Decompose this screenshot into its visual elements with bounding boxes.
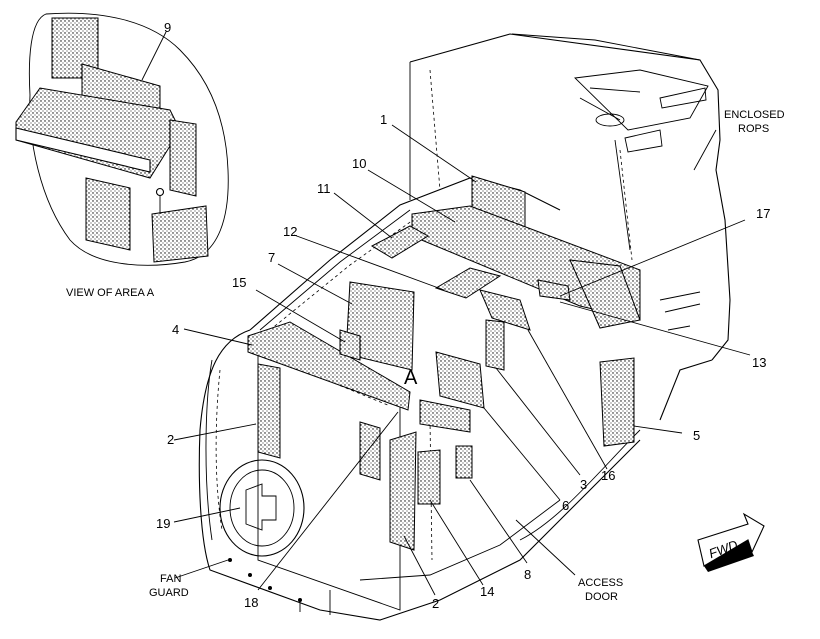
pad-14	[417, 449, 441, 505]
leader-lines	[141, 31, 751, 596]
area-a-marker: A	[404, 367, 418, 389]
callout-2-left: 2	[167, 432, 174, 447]
rops-window	[574, 69, 709, 131]
inset-pad-side	[169, 119, 197, 197]
enclosed-rops-label-line1: ENCLOSED	[724, 109, 785, 121]
rops-cab	[409, 33, 731, 361]
pad-5	[599, 357, 635, 447]
pad-2-right	[389, 431, 417, 551]
deck-edge	[249, 177, 561, 331]
pad-2-left	[257, 363, 281, 459]
pad-3	[485, 319, 505, 371]
callout-13: 13	[752, 355, 766, 370]
inset-rail	[15, 127, 151, 173]
fan-guard-grille	[245, 483, 277, 531]
callout-10: 10	[352, 156, 366, 171]
fan-guard-ring	[219, 459, 305, 557]
pad-8	[455, 445, 473, 479]
pad-18	[359, 421, 381, 481]
fwd-arrow: FWD	[697, 512, 765, 572]
callout-19: 19	[156, 516, 170, 531]
callout-18: 18	[244, 595, 258, 610]
inset-view	[15, 12, 229, 266]
callout-7: 7	[268, 250, 275, 265]
callout-14: 14	[480, 584, 494, 599]
pad-7	[345, 281, 415, 371]
callout-9: 9	[164, 20, 171, 35]
callout-12: 12	[283, 224, 297, 239]
callout-16: 16	[601, 468, 615, 483]
callout-15: 15	[232, 275, 246, 290]
fan-guard-label-line2: GUARD	[149, 587, 189, 599]
callout-3: 3	[580, 477, 587, 492]
pad-4	[247, 321, 411, 411]
text-labels: VIEW OF AREA A ENCLOSED ROPS FAN GUARD A…	[66, 109, 785, 603]
callout-11: 11	[317, 181, 331, 196]
callout-6: 6	[562, 498, 569, 513]
pad-13	[569, 259, 641, 329]
insulation-pads	[247, 175, 641, 551]
enclosed-rops-label-line2: ROPS	[738, 123, 769, 135]
access-door-label-line2: DOOR	[585, 591, 618, 603]
callout-2-bottom: 2	[432, 596, 439, 611]
view-of-area-label: VIEW OF AREA A	[66, 287, 155, 299]
callout-1: 1	[380, 112, 387, 127]
inset-pad-block	[151, 205, 209, 263]
pad-16	[479, 289, 531, 331]
callout-numbers: 1 2 2 3 4 5 6 7 8 9 10 11 12 13 14 15 16…	[156, 20, 770, 611]
callout-17: 17	[756, 206, 770, 221]
fan-guard	[219, 459, 305, 557]
fan-guard-label-line1: FAN	[160, 573, 181, 585]
callout-8: 8	[524, 567, 531, 582]
machine-outline	[198, 33, 731, 621]
fwd-arrow-shadow	[704, 540, 754, 572]
inset-pad-lower	[85, 177, 131, 251]
pad-a1	[419, 399, 471, 433]
pad-12	[434, 267, 502, 299]
access-door-label-line1: ACCESS	[578, 577, 623, 589]
callout-5: 5	[693, 428, 700, 443]
pad-15	[339, 329, 361, 361]
access-door-edge	[519, 429, 641, 541]
pad-6	[435, 351, 485, 409]
pad-11	[370, 225, 429, 259]
inset-pin-head	[155, 187, 165, 197]
callout-4: 4	[172, 322, 179, 337]
